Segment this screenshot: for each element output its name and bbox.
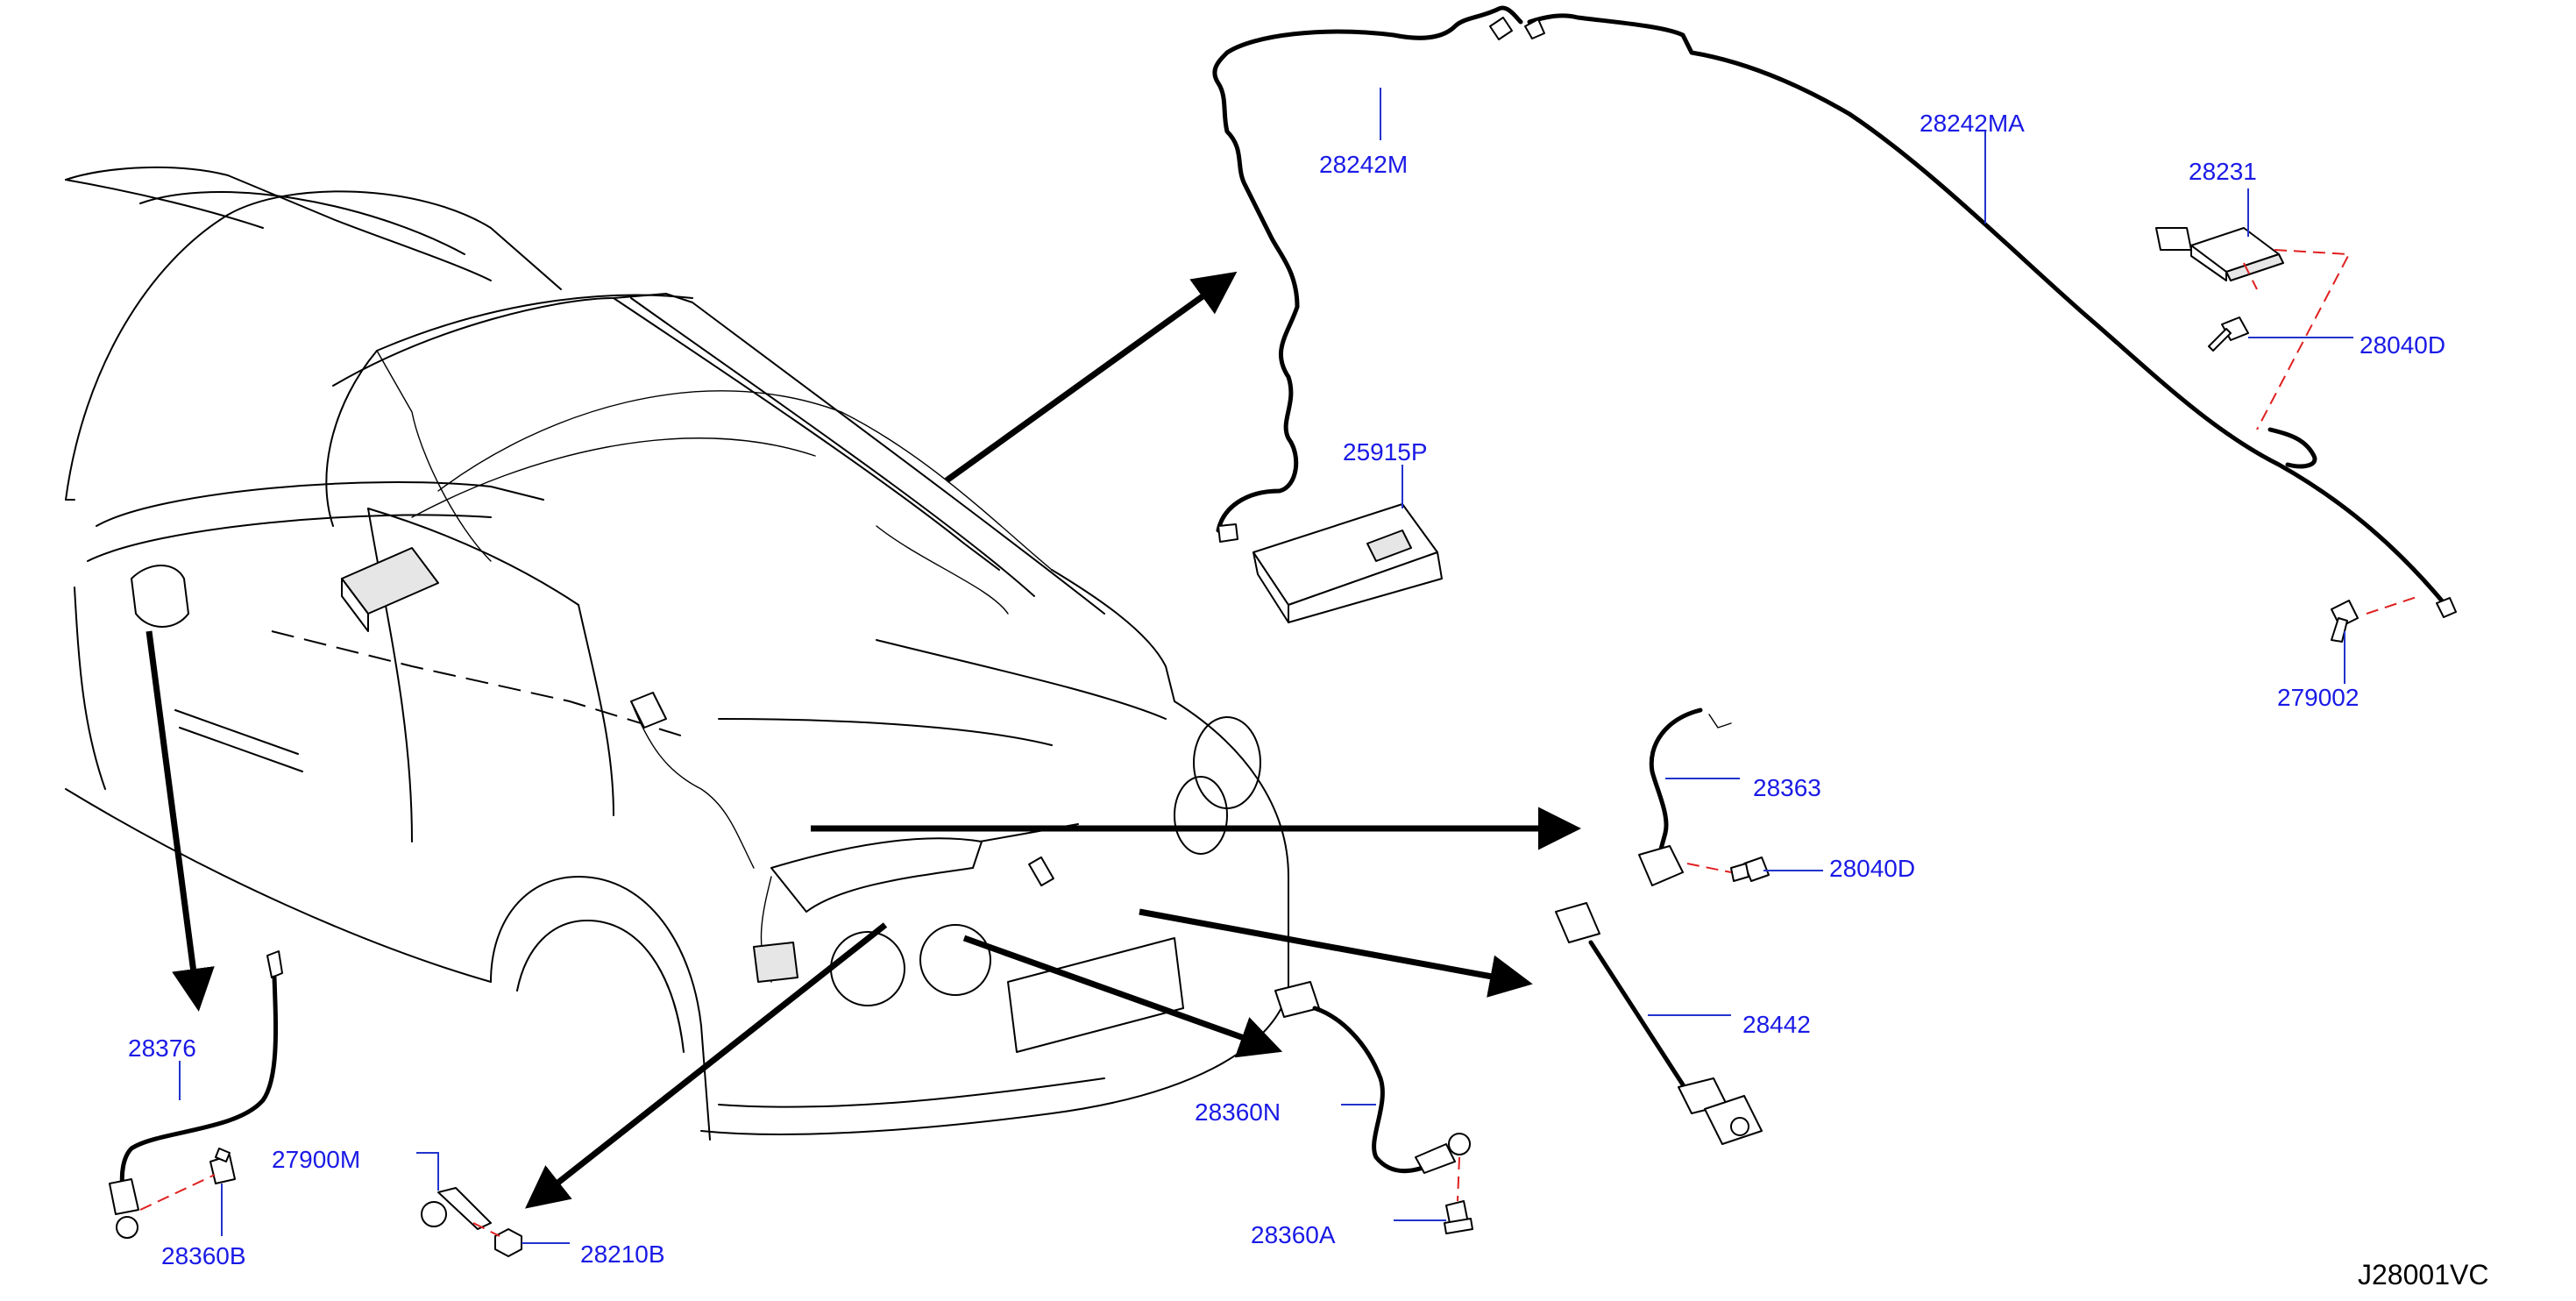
- label-28210b: 28210B: [580, 1241, 665, 1268]
- label-28242ma: 28242MA: [1920, 110, 2025, 137]
- leader-lines: [179, 88, 2353, 1244]
- antenna-amp-28231: [2155, 227, 2284, 281]
- nut-28210b: [494, 1228, 522, 1257]
- fastener-link-28210b: [472, 1222, 500, 1237]
- part-labels: 28242M 28242MA 28231 28040D 25915P 27900…: [128, 110, 2488, 1290]
- direction-arrows: [145, 271, 1581, 1209]
- label-28360n: 28360N: [1195, 1098, 1281, 1126]
- bolt-28040d-top: [2208, 316, 2249, 352]
- label-28360b: 28360B: [161, 1242, 246, 1269]
- harness-28363: [1638, 707, 1732, 886]
- fastener-link-28360a: [1457, 1156, 1460, 1202]
- bolt-28360a: [1444, 1200, 1473, 1234]
- label-27900m: 27900M: [272, 1146, 360, 1173]
- label-28231: 28231: [2189, 158, 2257, 185]
- ground-strap-28376: [109, 950, 283, 1239]
- label-28040d-mid: 28040D: [1829, 855, 1915, 882]
- label-28360a: 28360A: [1251, 1221, 1336, 1248]
- label-27900-partial: 279002: [2277, 684, 2359, 711]
- module-25915p: [1253, 503, 1443, 623]
- camera-28442: [1555, 902, 1763, 1145]
- label-28242m: 28242M: [1319, 151, 1408, 178]
- stud-27900m: [421, 1187, 492, 1230]
- fastener-link-28360b: [139, 1174, 216, 1211]
- label-28442: 28442: [1742, 1011, 1811, 1038]
- fastener-links-top: [2243, 249, 2420, 615]
- diagram-code: J28001VC: [2358, 1259, 2488, 1290]
- fastener-link-mid: [1686, 863, 1732, 873]
- label-28363: 28363: [1753, 774, 1821, 801]
- harness-28360n: [1274, 981, 1471, 1174]
- label-28376: 28376: [128, 1034, 196, 1062]
- antenna-feeder-cable: [1212, 5, 2457, 618]
- label-25915p: 25915P: [1343, 438, 1428, 466]
- vehicle-outline: [65, 166, 1289, 1141]
- bolt-28360b: [209, 1148, 236, 1184]
- label-28040d-top: 28040D: [2360, 331, 2445, 359]
- bolt-28040d-mid: [1730, 857, 1770, 882]
- clip-27900-partial: [2331, 600, 2359, 643]
